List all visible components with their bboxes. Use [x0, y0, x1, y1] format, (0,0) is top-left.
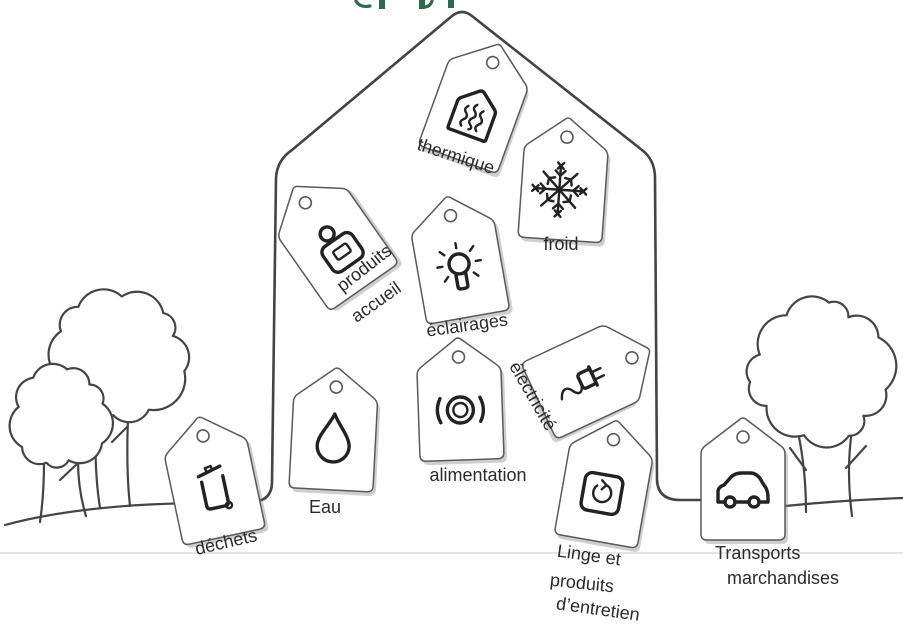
tag-hole: [298, 195, 313, 210]
tag-hole: [451, 350, 466, 364]
trash-bin-icon: [196, 464, 234, 511]
plug-icon: [560, 365, 605, 401]
tag-hole: [606, 432, 621, 447]
house-outline: [248, 10, 707, 504]
tag-eclairages: [405, 188, 514, 328]
label-linge-line2: produits: [549, 570, 615, 597]
cropped-title-fragment: [354, 0, 454, 9]
tag-hole: [329, 380, 344, 394]
label-transports: Transports: [715, 543, 800, 563]
label-alimentation: alimentation: [429, 465, 526, 485]
label-marchandises: marchandises: [727, 568, 839, 588]
tag-hole: [560, 130, 574, 144]
tree-canopy: [8, 362, 115, 469]
tag-transports: [700, 417, 788, 544]
tag-hole: [625, 351, 639, 365]
snowflake-icon: [530, 161, 588, 219]
tag-hole: [485, 55, 500, 70]
label-froid: froid: [543, 234, 578, 254]
tag-froid: [517, 114, 613, 247]
label-eau: Eau: [309, 497, 341, 517]
right-tree: [745, 295, 898, 518]
heat-icon: [446, 89, 498, 143]
tag-thermique: [417, 29, 541, 179]
washing-machine-icon: [579, 470, 625, 517]
water-drop-icon: [315, 412, 351, 464]
bag-icon: [318, 225, 365, 274]
plate-icon: [435, 395, 486, 425]
tag-produits-accueil: [259, 162, 404, 313]
tag-linge: [553, 412, 661, 553]
car-icon: [716, 471, 770, 509]
label-linge-line3: d’entretien: [555, 593, 641, 625]
tag-hole: [736, 430, 750, 444]
tag-body: [157, 407, 267, 547]
tree-trunk: [788, 428, 868, 518]
tag-alimentation: [415, 335, 508, 466]
tag-dechets: [157, 407, 270, 549]
left-trees: [8, 288, 191, 524]
tag-body: [405, 188, 511, 326]
tree-canopy: [745, 295, 898, 449]
tag-electricite: [518, 310, 668, 444]
light-bulb-icon: [436, 242, 482, 291]
tag-hole: [196, 429, 210, 443]
ground-right: [783, 496, 903, 508]
tag-hole: [443, 208, 458, 223]
tag-eau: [288, 365, 382, 497]
